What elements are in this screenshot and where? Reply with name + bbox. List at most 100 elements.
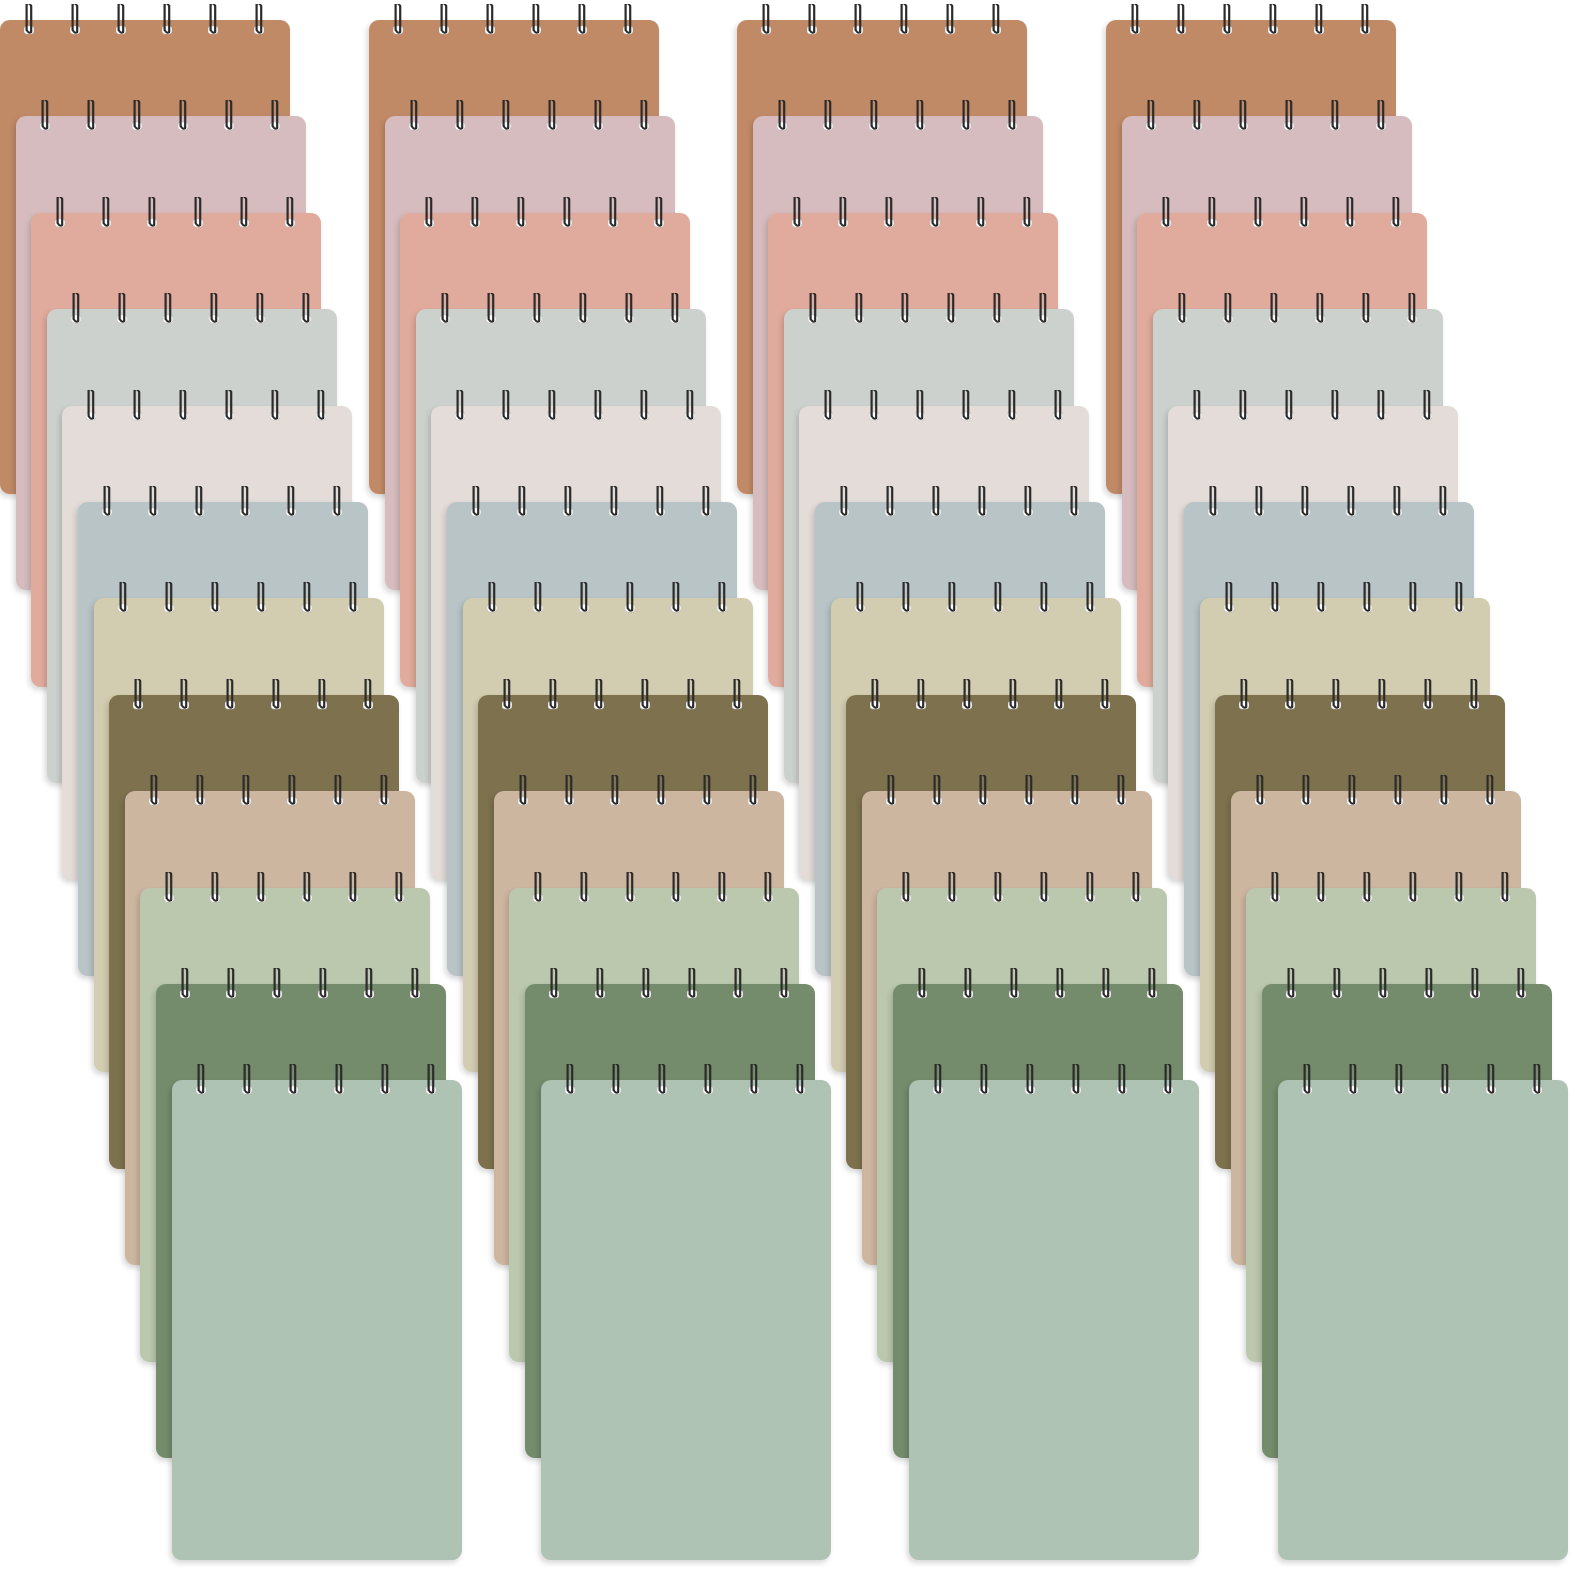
spiral-binding-icon: [914, 100, 925, 138]
spiral-binding-icon: [884, 196, 895, 235]
spiral-binding-icon: [162, 4, 172, 42]
spiral-binding-icon: [1268, 293, 1279, 331]
spiral-binding-icon: [1422, 389, 1433, 428]
spiral-binding-icon: [592, 100, 603, 138]
spiral-binding-icon: [945, 4, 955, 42]
spiral-binding-icon: [1269, 582, 1280, 620]
spiral-binding-icon: [823, 389, 834, 428]
spiral-binding-icon: [270, 389, 281, 428]
spiral-binding-icon: [501, 389, 512, 428]
spiral-binding-icon: [1360, 4, 1370, 42]
spiral-binding-icon: [223, 100, 234, 138]
spiral-binding-icon: [225, 678, 236, 717]
spiral-binding-icon: [931, 775, 942, 813]
spiral-notepad-mint-sage: [171, 1064, 462, 1560]
spiral-binding-icon: [1484, 775, 1495, 813]
spiral-binding-icon: [332, 486, 342, 524]
spiral-binding-icon: [502, 678, 513, 717]
spiral-binding-icon: [1331, 678, 1342, 717]
spiral-binding-icon: [332, 775, 343, 813]
spiral-binding-icon: [455, 389, 466, 428]
spiral-binding-icon: [516, 196, 527, 235]
spiral-binding-icon: [1485, 1064, 1496, 1102]
spiral-binding-icon: [485, 293, 496, 331]
spiral-binding-icon: [285, 196, 296, 235]
spiral-binding-icon: [1023, 486, 1033, 524]
spiral-binding-icon: [1346, 486, 1356, 524]
spiral-binding-icon: [1237, 100, 1248, 138]
spiral-binding-icon: [532, 582, 543, 620]
spiral-binding-icon: [85, 100, 96, 138]
spiral-binding-icon: [393, 4, 403, 42]
spiral-binding-icon: [716, 582, 727, 620]
spiral-binding-icon: [1285, 678, 1296, 717]
spiral-binding-icon: [899, 4, 909, 42]
spiral-binding-icon: [623, 293, 634, 331]
spiral-binding-icon: [1039, 871, 1050, 910]
spiral-binding-icon: [1222, 293, 1233, 331]
spiral-binding-icon: [254, 4, 264, 42]
spiral-binding-icon: [563, 775, 574, 813]
spiral-binding-icon: [945, 293, 956, 331]
spiral-binding-icon: [1362, 871, 1373, 910]
spiral-binding-icon: [132, 389, 143, 428]
spiral-binding-icon: [1439, 1064, 1450, 1102]
spiral-binding-icon: [1299, 196, 1310, 235]
spiral-binding-icon: [378, 775, 389, 813]
spiral-binding-icon: [116, 4, 126, 42]
spiral-binding-icon: [148, 775, 159, 813]
spiral-binding-icon: [1286, 968, 1296, 1006]
spiral-binding-icon: [439, 4, 449, 42]
spiral-binding-icon: [917, 968, 927, 1006]
spiral-binding-icon: [1346, 775, 1357, 813]
spiral-binding-icon: [669, 293, 680, 331]
spiral-binding-icon: [1470, 968, 1480, 1006]
notepad-stack: [0, 0, 470, 1572]
spiral-binding-icon: [992, 582, 1003, 620]
spiral-binding-icon: [148, 486, 158, 524]
spiral-binding-icon: [946, 582, 957, 620]
spiral-binding-icon: [1069, 775, 1080, 813]
spiral-binding-icon: [1070, 1064, 1081, 1102]
spiral-binding-icon: [224, 389, 235, 428]
spiral-binding-icon: [1100, 678, 1111, 717]
spiral-binding-icon: [347, 582, 358, 620]
spiral-binding-icon: [1223, 582, 1234, 620]
spiral-binding-icon: [732, 678, 743, 717]
spiral-binding-icon: [239, 196, 250, 235]
spiral-binding-icon: [1391, 196, 1402, 235]
spiral-binding-icon: [977, 486, 987, 524]
spiral-binding-icon: [947, 871, 958, 910]
spiral-binding-icon: [1254, 486, 1264, 524]
spiral-binding-icon: [1314, 4, 1324, 42]
spiral-binding-icon: [930, 196, 941, 235]
spiral-binding-icon: [899, 293, 910, 331]
spiral-binding-icon: [1423, 678, 1434, 717]
spiral-binding-icon: [978, 1064, 989, 1102]
spiral-binding-icon: [747, 775, 758, 813]
spiral-binding-icon: [577, 4, 587, 42]
spiral-binding-icon: [39, 100, 50, 138]
spiral-binding-icon: [1024, 1064, 1035, 1102]
spiral-binding-icon: [579, 871, 590, 910]
spiral-binding-icon: [531, 4, 541, 42]
spiral-binding-icon: [776, 100, 787, 138]
notepad-stack: [369, 0, 839, 1572]
spiral-binding-icon: [1253, 196, 1264, 235]
spiral-binding-icon: [1375, 100, 1386, 138]
spiral-binding-icon: [594, 678, 605, 717]
spiral-binding-icon: [254, 293, 265, 331]
spiral-binding-icon: [686, 678, 697, 717]
spiral-binding-icon: [993, 871, 1004, 910]
spiral-binding-icon: [1054, 678, 1065, 717]
spiral-binding-icon: [316, 389, 327, 428]
spiral-binding-icon: [1347, 1064, 1358, 1102]
spiral-binding-icon: [1284, 389, 1295, 428]
spiral-binding-icon: [549, 968, 559, 1006]
spiral-binding-icon: [687, 968, 697, 1006]
spiral-binding-icon: [70, 4, 80, 42]
spiral-binding-icon: [701, 775, 712, 813]
spiral-binding-icon: [763, 871, 774, 910]
spiral-binding-icon: [286, 486, 296, 524]
